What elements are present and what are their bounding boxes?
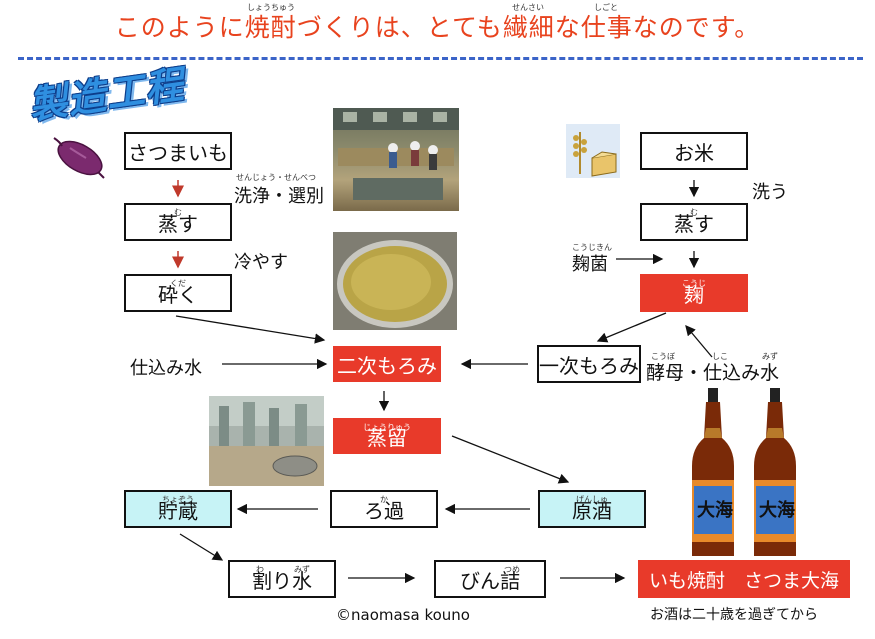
divider [18, 57, 863, 60]
label-wash-rice: 洗う [752, 182, 788, 203]
ruby-yeast: こうぼ [651, 352, 675, 361]
step-product: いも焼酎 さつま大海 [638, 560, 850, 598]
step-raw-spirit: げんしゅ原酒 [538, 490, 646, 528]
ruby-shiko: しこ [712, 352, 728, 361]
step-crush: くだ砕く [124, 274, 232, 312]
step-koji: こうじ麹 [640, 274, 748, 312]
label-koji-fungus: 麹菌 [572, 254, 608, 275]
rice-icon [566, 124, 620, 178]
label-wash-select: 洗浄・選別 [234, 186, 324, 207]
step-rice: お米 [640, 132, 748, 170]
step-first-moromi-label: 一次もろみ [539, 353, 639, 378]
shochu-bottles: 大海 大海 [684, 388, 804, 558]
step-bottling: つめびん詰 [434, 560, 546, 598]
step-dilute: わ みず 割り水 [228, 560, 336, 598]
step-steam-left: む蒸す [124, 203, 232, 241]
ruby-dilute-mizu: みず [294, 565, 310, 574]
fermentation-vat-photo [333, 232, 457, 330]
step-distill: じょうりゅう蒸留 [333, 418, 441, 454]
step-rice-label: お米 [674, 140, 714, 165]
page-title: このように焼酎づくりは、とても繊細な仕事なのです。 [114, 13, 761, 42]
ruby-steam-right: む [690, 208, 698, 217]
step-crush-label: 砕く [158, 282, 198, 307]
step-steam-right-label: 蒸す [674, 211, 714, 236]
step-bottling-label: びん詰 [460, 568, 520, 593]
ruby-distill: じょうりゅう [363, 423, 411, 432]
title-ruby-sensai: せんさい [512, 3, 544, 12]
step-steam-left-label: 蒸す [158, 211, 198, 236]
step-koji-label: 麹 [684, 282, 704, 307]
step-filter: かろ過 [330, 490, 438, 528]
title-ruby-shigoto: しごと [594, 3, 618, 12]
sweet-potato-icon [46, 128, 106, 180]
ruby-raw-spirit: げんしゅ [576, 495, 608, 504]
ruby-steam-left: む [174, 208, 182, 217]
copyright-credit: ©naomasa kouno [336, 606, 470, 624]
step-second-moromi-label: 二次もろみ [337, 353, 437, 378]
ruby-filter: か [380, 495, 388, 504]
ruby-koji: こうじ [682, 279, 706, 288]
step-product-label: いも焼酎 さつま大海 [648, 569, 839, 592]
step-second-moromi: 二次もろみ [333, 346, 441, 382]
step-storage: ちょぞう貯蔵 [124, 490, 232, 528]
ruby-crush: くだ [170, 279, 186, 288]
title-ruby-shochu: しょうちゅう [247, 3, 295, 12]
ruby-bottling: つめ [504, 565, 520, 574]
step-sweet-potato: さつまいも [124, 132, 232, 170]
ruby-wash-select: せんじょう・せんべつ [236, 173, 316, 182]
ruby-storage: ちょぞう [162, 495, 194, 504]
step-sweet-potato-label: さつまいも [128, 140, 228, 165]
step-raw-spirit-label: 原酒 [572, 498, 612, 523]
ruby-mizu: みず [762, 352, 778, 361]
label-cool: 冷やす [234, 252, 288, 273]
bottle-label-right: 大海 [759, 500, 795, 521]
ruby-koji-fungus: こうじきん [572, 243, 612, 252]
label-brewing-water: 仕込み水 [130, 358, 202, 379]
ruby-dilute-wa: わ [256, 565, 264, 574]
step-storage-label: 貯蔵 [158, 498, 198, 523]
bottle-label-left: 大海 [697, 500, 733, 521]
distillery-photo [209, 396, 324, 486]
label-yeast-water: 酵母・仕込み水 [646, 362, 780, 384]
step-filter-label: ろ過 [364, 498, 404, 523]
step-steam-right: む蒸す [640, 203, 748, 241]
factory-washing-photo [333, 108, 459, 211]
step-first-moromi: 一次もろみ [537, 345, 641, 383]
step-dilute-label: 割り水 [252, 568, 312, 593]
step-distill-label: 蒸留 [367, 425, 407, 450]
age-notice: お酒は二十歳を過ぎてから [650, 607, 818, 623]
